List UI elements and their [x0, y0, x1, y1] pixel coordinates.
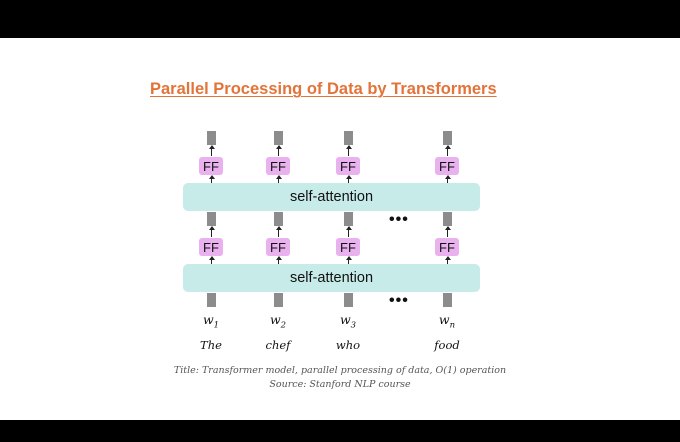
input-symbol-base: w [339, 312, 351, 327]
ff-box-top-4: FF [435, 157, 459, 175]
arrow-ff-to-output-4 [444, 145, 451, 156]
arrow-attn-to-ff-bottom-2 [275, 256, 282, 264]
input-symbol-subscript: 2 [280, 320, 287, 331]
self-attention-layer-bottom: self-attention [183, 264, 480, 292]
middle-vector-3 [343, 212, 353, 226]
input-symbol-1: w1 [191, 312, 231, 331]
arrow-attn-to-ff-top-2 [275, 175, 282, 183]
input-symbol-base: w [438, 312, 450, 327]
slide-background [0, 38, 680, 420]
input-vector-4 [442, 293, 452, 307]
arrow-attn-to-ff-top-4 [444, 175, 451, 183]
input-symbol-2: w2 [258, 312, 298, 331]
middle-vector-4 [442, 212, 452, 226]
output-vector-2 [273, 131, 283, 145]
ff-box-bottom-3: FF [336, 238, 360, 256]
caption-title: Title: Transformer model, parallel proce… [173, 365, 507, 376]
input-symbol-subscript: 1 [213, 320, 220, 331]
arrow-ff-to-middle-1 [208, 226, 215, 237]
arrow-attn-to-ff-top-3 [345, 175, 352, 183]
input-symbol-base: w [202, 312, 214, 327]
input-symbol-4: wn [427, 312, 467, 331]
input-vector-2 [273, 293, 283, 307]
input-word-4: food [434, 338, 460, 352]
middle-vector-1 [206, 212, 216, 226]
arrow-attn-to-ff-top-1 [208, 175, 215, 183]
ellipsis-middle: ••• [389, 211, 409, 228]
arrow-ff-to-middle-4 [444, 226, 451, 237]
arrow-ff-to-middle-3 [345, 226, 352, 237]
slide-title: Parallel Processing of Data by Transform… [150, 80, 497, 98]
input-symbol-subscript: n [449, 320, 456, 331]
letterbox-top [0, 0, 680, 38]
arrow-ff-to-middle-2 [275, 226, 282, 237]
arrow-attn-to-ff-bottom-4 [444, 256, 451, 264]
arrow-ff-to-output-3 [345, 145, 352, 156]
ff-box-bottom-1: FF [199, 238, 223, 256]
arrow-ff-to-output-1 [208, 145, 215, 156]
input-word-2: chef [265, 338, 291, 352]
output-vector-3 [343, 131, 353, 145]
input-symbol-subscript: 3 [350, 320, 357, 331]
input-symbol-base: w [269, 312, 281, 327]
ff-box-bottom-4: FF [435, 238, 459, 256]
ellipsis-bottom: ••• [389, 292, 409, 309]
input-symbol-3: w3 [328, 312, 368, 331]
arrow-ff-to-output-2 [275, 145, 282, 156]
input-word-1: The [200, 338, 222, 352]
ff-box-top-3: FF [336, 157, 360, 175]
input-vector-1 [206, 293, 216, 307]
arrow-attn-to-ff-bottom-3 [345, 256, 352, 264]
input-vector-3 [343, 293, 353, 307]
input-word-3: who [335, 338, 361, 352]
caption-source: Source: Stanford NLP course [269, 379, 411, 390]
middle-vector-2 [273, 212, 283, 226]
output-vector-1 [206, 131, 216, 145]
arrow-attn-to-ff-bottom-1 [208, 256, 215, 264]
ff-box-top-1: FF [199, 157, 223, 175]
output-vector-4 [442, 131, 452, 145]
letterbox-bottom [0, 420, 680, 442]
ff-box-bottom-2: FF [266, 238, 290, 256]
ff-box-top-2: FF [266, 157, 290, 175]
self-attention-layer-top: self-attention [183, 183, 480, 211]
